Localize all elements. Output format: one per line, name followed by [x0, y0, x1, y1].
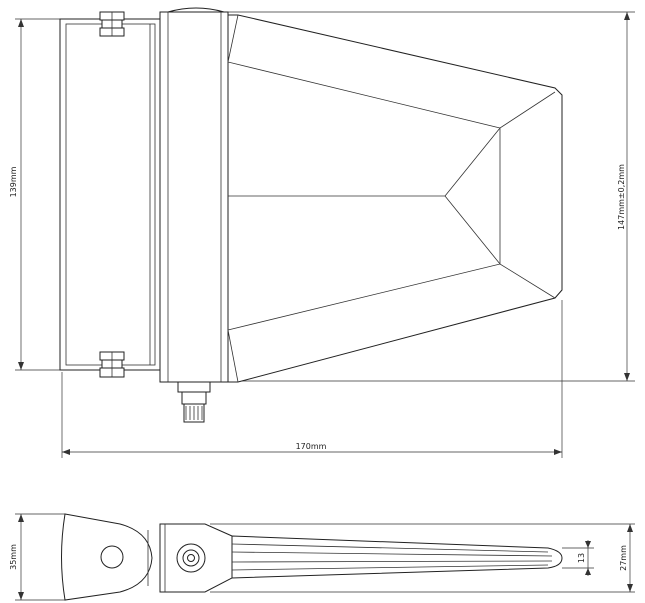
side-fin-line-4	[231, 564, 549, 571]
dim-width-arrow-left	[62, 449, 70, 455]
dim-inner-arrow-top	[585, 541, 591, 548]
dim-side-left-label: 35mm	[9, 544, 18, 570]
connector-body	[181, 391, 207, 405]
dim-width-label: 170mm	[296, 442, 327, 451]
dim-side-right-arrow-top	[627, 524, 633, 532]
dim-side-left-arrow-bottom	[18, 592, 24, 600]
reflector-lower-corner	[227, 329, 239, 383]
dim-left-arrow-bottom	[18, 362, 24, 370]
reflector-upper-facet	[227, 14, 556, 129]
dim-inner-label: 13	[577, 553, 586, 563]
bolt-top	[99, 11, 125, 37]
reflector	[227, 14, 563, 383]
side-view: 35mm 13 27mm	[9, 513, 635, 601]
top-view: 139mm 147mm±0,2mm 170mm	[9, 7, 635, 458]
side-fins	[231, 535, 563, 579]
bracket-outline	[59, 18, 161, 371]
dim-side-right-arrow-bottom	[627, 584, 633, 592]
dim-width: 170mm	[61, 300, 563, 458]
dim-side-right-label: 27mm	[619, 545, 628, 571]
dim-inner-arrow-bottom	[585, 568, 591, 575]
dim-width-arrow-right	[554, 449, 562, 455]
side-bracket-hole	[100, 545, 124, 569]
housing-cap	[167, 7, 225, 13]
reflector-outline	[227, 14, 563, 383]
dim-left-height: 139mm	[9, 19, 24, 370]
side-connector-inner	[187, 554, 195, 562]
bolt-bottom	[99, 351, 125, 378]
housing	[159, 7, 229, 383]
side-fin-line-2	[231, 551, 553, 557]
dim-side-left-arrow-top	[18, 514, 24, 522]
dim-left-label: 139mm	[9, 166, 18, 197]
dim-right-arrow-bottom	[624, 373, 630, 381]
connector-base	[177, 381, 211, 393]
dim-side-inner: 13	[562, 540, 594, 576]
housing-outline	[159, 11, 229, 383]
mounting-bracket	[59, 11, 161, 378]
side-fin-line-1	[231, 543, 549, 553]
dim-right-label: 147mm±0,2mm	[617, 164, 626, 230]
dim-right-arrow-top	[624, 12, 630, 20]
dim-left-arrow-top	[18, 19, 24, 27]
dim-side-left: 35mm	[9, 514, 24, 600]
cable-connector	[177, 381, 211, 423]
dim-side-right: 27mm	[619, 524, 633, 592]
side-fin-line-3	[231, 560, 553, 563]
dim-right-height: 147mm±0,2mm	[617, 12, 630, 381]
